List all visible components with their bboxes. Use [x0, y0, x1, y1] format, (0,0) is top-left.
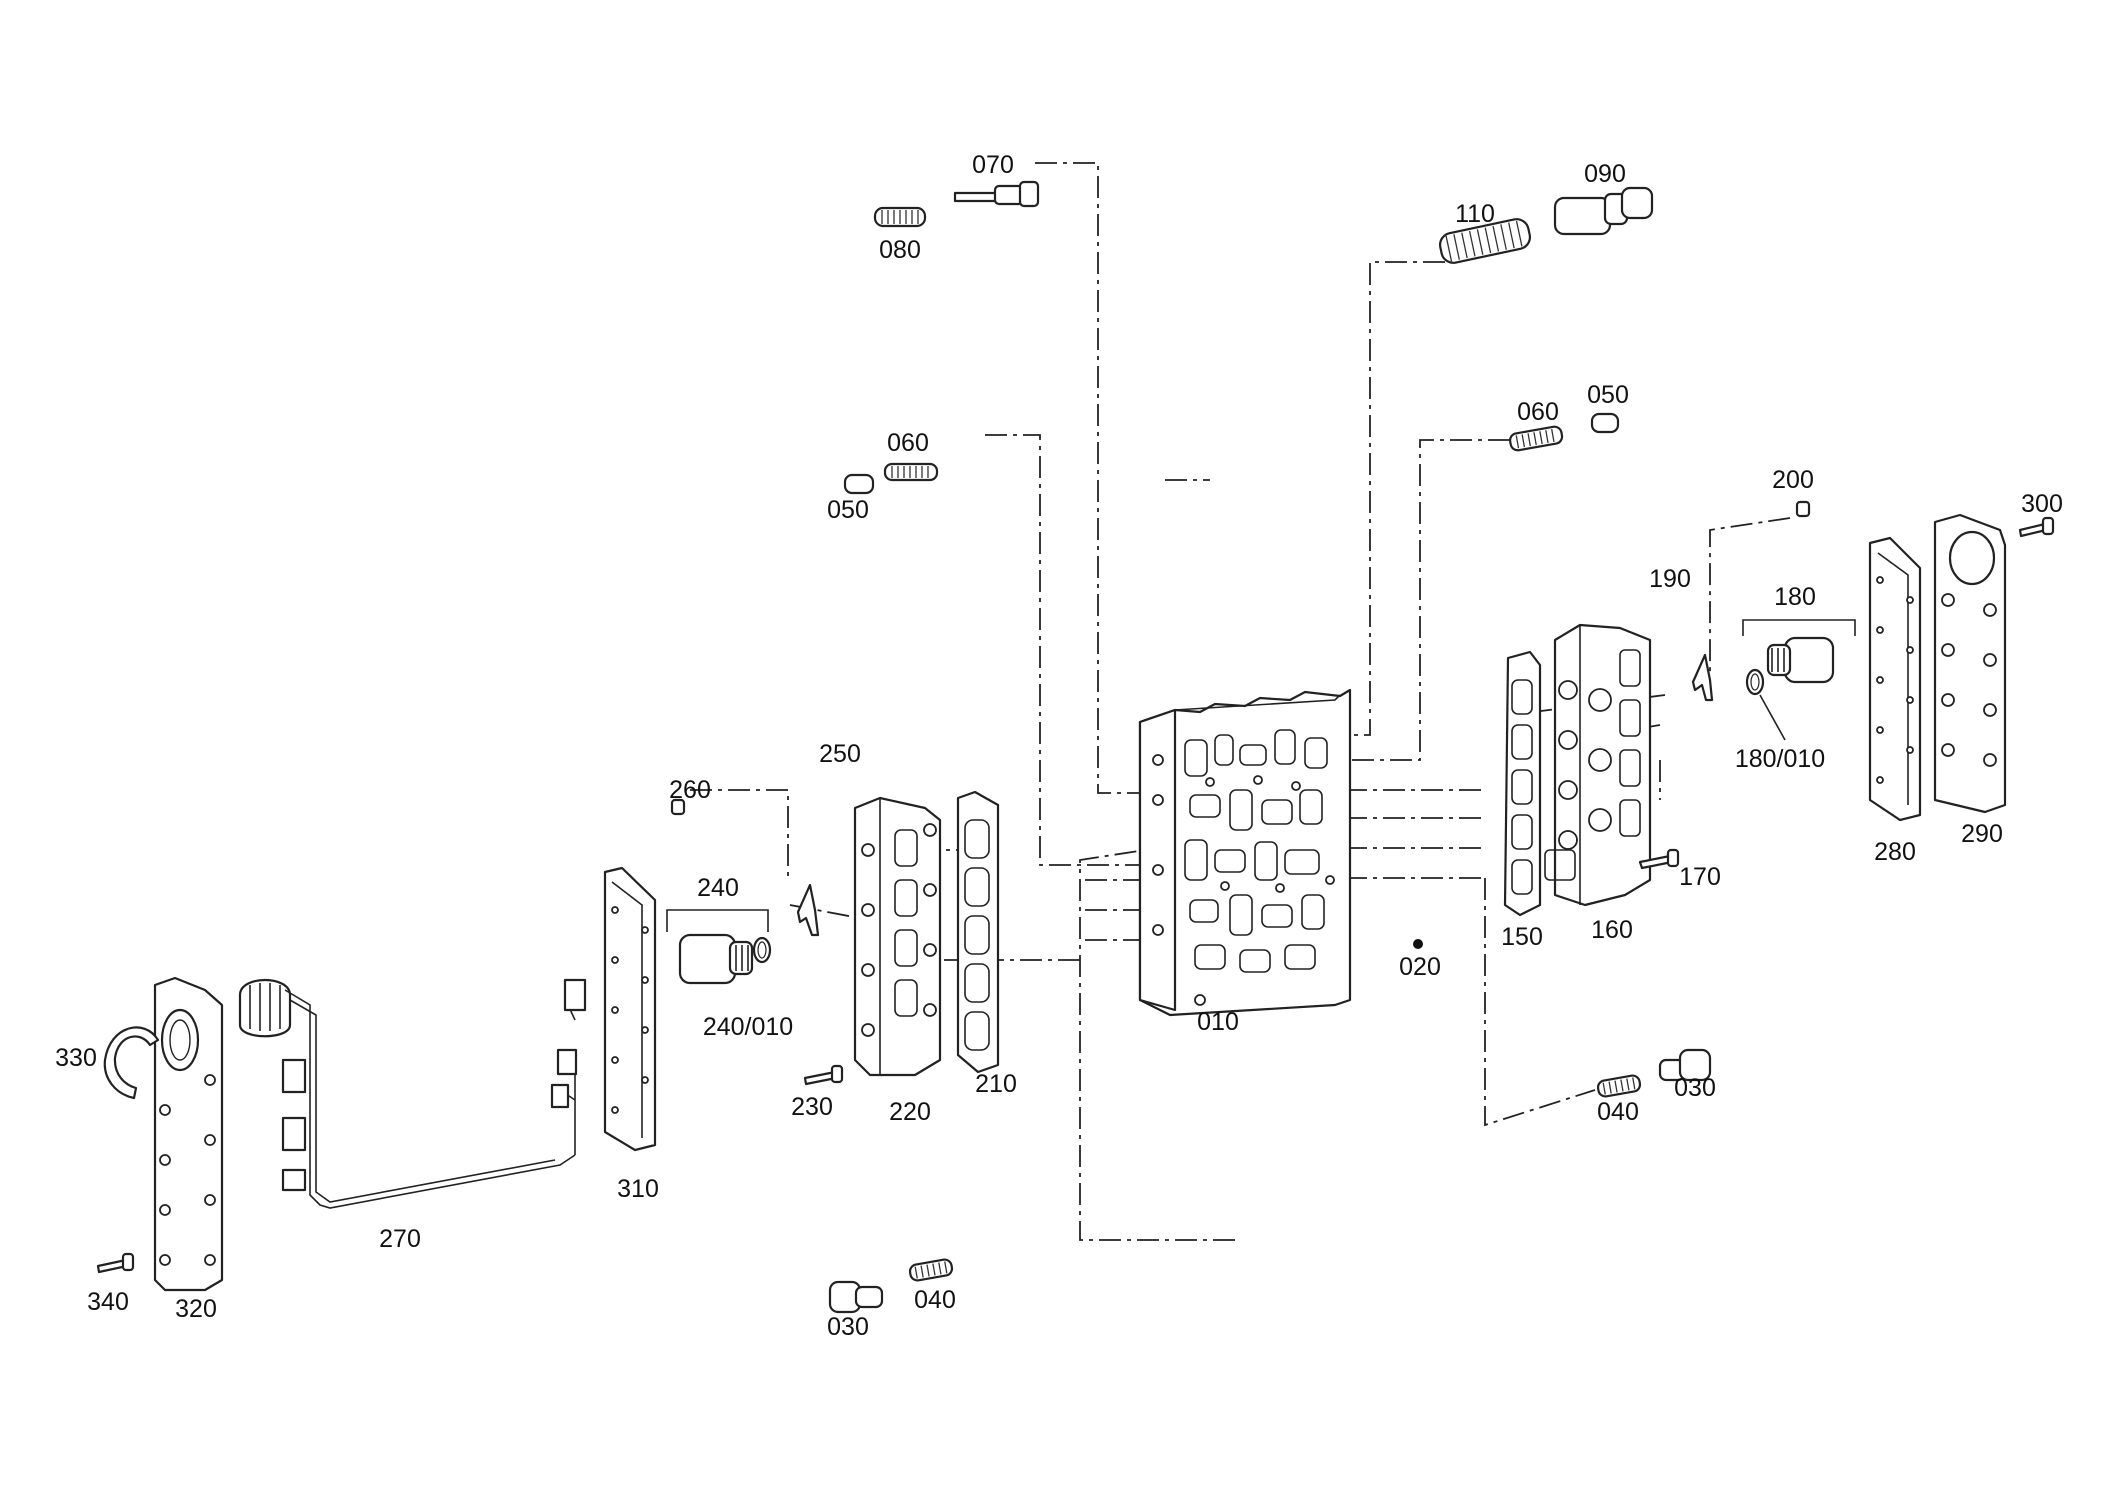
label-310: 310 [617, 1175, 659, 1203]
label-340: 340 [87, 1288, 129, 1316]
label-050-left: 050 [827, 496, 869, 524]
gasket-150[interactable] [1503, 650, 1542, 917]
label-260: 260 [669, 776, 711, 804]
label-160: 160 [1591, 916, 1633, 944]
plug-030-bottom[interactable] [828, 1280, 884, 1314]
label-080: 080 [879, 236, 921, 264]
screw-200[interactable] [1795, 500, 1811, 518]
label-170: 170 [1679, 863, 1721, 891]
plug-050-right[interactable] [1590, 412, 1620, 434]
label-070: 070 [972, 151, 1014, 179]
label-300: 300 [2021, 490, 2063, 518]
bolt-340[interactable] [96, 1252, 135, 1274]
label-020: 020 [1399, 953, 1441, 981]
cover-320[interactable] [153, 976, 224, 1292]
part-labels: 010 020 030 030 040 040 050 050 060 060 … [55, 151, 2063, 1341]
label-040-bottom: 040 [914, 1286, 956, 1314]
bracket-240 [666, 909, 769, 932]
screw-260[interactable] [670, 798, 686, 816]
piston-070[interactable] [953, 180, 1040, 208]
bolt-300[interactable] [2018, 516, 2055, 538]
housing-160[interactable] [1544, 623, 1652, 907]
clip-330[interactable] [103, 1026, 160, 1100]
label-270: 270 [379, 1225, 421, 1253]
solenoid-180[interactable] [1742, 619, 1856, 684]
clip-190[interactable] [1691, 653, 1714, 702]
plug-050-left[interactable] [843, 473, 875, 495]
label-320: 320 [175, 1295, 217, 1323]
spring-060-left[interactable] [883, 462, 939, 482]
bracket-180 [1742, 619, 1856, 636]
label-210: 210 [975, 1070, 1017, 1098]
plug-030-right[interactable] [1658, 1048, 1712, 1082]
label-190: 190 [1649, 565, 1691, 593]
housing-220[interactable] [853, 796, 942, 1077]
piston-090[interactable] [1553, 186, 1654, 236]
label-280: 280 [1874, 838, 1916, 866]
label-110: 110 [1455, 200, 1495, 228]
wiring-harness-270[interactable] [238, 978, 587, 1209]
label-220: 220 [889, 1098, 931, 1126]
clip-250[interactable] [796, 883, 820, 937]
label-030-bottom: 030 [827, 1313, 869, 1341]
label-200: 200 [1772, 466, 1814, 494]
label-240: 240 [697, 874, 739, 902]
label-030-right: 030 [1674, 1074, 1716, 1102]
label-150: 150 [1501, 923, 1543, 951]
label-050-right: 050 [1587, 381, 1629, 409]
ball-020[interactable] [1413, 939, 1423, 949]
spring-040-bottom[interactable] [908, 1258, 954, 1282]
o-ring-240-010[interactable] [752, 936, 772, 964]
label-230: 230 [791, 1093, 833, 1121]
label-090: 090 [1584, 160, 1626, 188]
label-010: 010 [1197, 1008, 1239, 1036]
label-060-right: 060 [1517, 398, 1559, 426]
solenoid-240[interactable] [666, 909, 769, 985]
gasket-280[interactable] [1868, 536, 1922, 822]
spring-040-right[interactable] [1596, 1074, 1642, 1098]
spring-110[interactable] [1438, 217, 1532, 265]
label-250: 250 [819, 740, 861, 768]
gasket-210[interactable] [956, 790, 1000, 1074]
label-290: 290 [1961, 820, 2003, 848]
bolt-170[interactable] [1638, 848, 1680, 870]
spring-080[interactable] [873, 206, 927, 228]
o-ring-180-010[interactable] [1745, 668, 1786, 741]
cover-290[interactable] [1933, 513, 2007, 814]
label-330: 330 [55, 1044, 97, 1072]
bolt-230[interactable] [803, 1064, 844, 1086]
label-180: 180 [1774, 583, 1816, 611]
gasket-310[interactable] [603, 866, 657, 1152]
label-040-right: 040 [1597, 1098, 1639, 1126]
label-180-010: 180/010 [1735, 745, 1825, 773]
valve-body-010[interactable] [1138, 688, 1352, 1017]
spring-060-right[interactable] [1509, 425, 1564, 452]
label-240-010: 240/010 [703, 1013, 793, 1041]
label-060-left: 060 [887, 429, 929, 457]
